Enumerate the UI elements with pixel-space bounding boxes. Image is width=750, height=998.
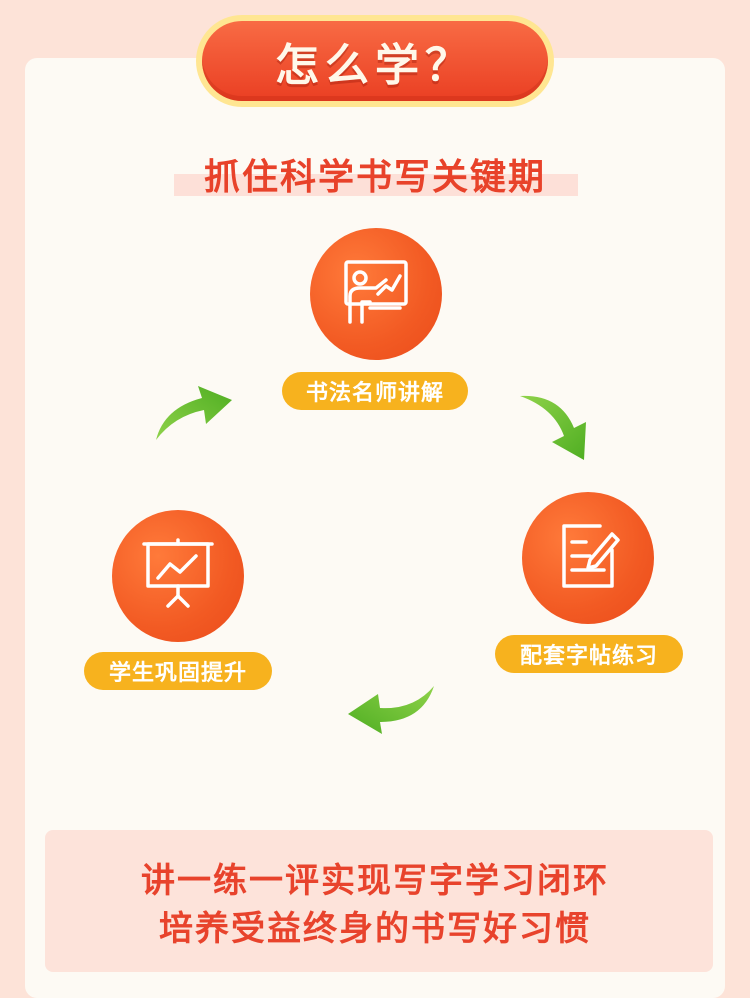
arrow-down-right-icon	[520, 395, 586, 460]
summary-box	[45, 830, 713, 972]
title-banner-inner: 怎么学？	[202, 21, 548, 101]
notepad-pencil-icon	[556, 520, 620, 596]
summary-line-2: 培养受益终身的书写好习惯	[159, 909, 591, 949]
page-title: 怎么学？	[275, 40, 475, 91]
step-1-label: 书法名师讲解	[282, 372, 468, 410]
summary-line-1: 讲一练一评实现写字学习闭环	[141, 861, 609, 901]
step-2-label: 配套字帖练习	[495, 635, 683, 673]
subtitle-highlight	[174, 174, 578, 196]
teacher-board-icon	[340, 256, 412, 332]
title-banner: 怎么学？	[196, 15, 554, 107]
arrow-up-right-icon	[156, 386, 232, 440]
presentation-chart-icon	[140, 538, 216, 614]
arrow-down-left-icon	[348, 686, 434, 734]
step-2-circle	[522, 492, 654, 624]
step-1-circle	[310, 228, 442, 360]
step-3-circle	[112, 510, 244, 642]
subtitle: 抓住科学书写关键期	[203, 157, 546, 198]
step-3-label: 学生巩固提升	[84, 652, 272, 690]
